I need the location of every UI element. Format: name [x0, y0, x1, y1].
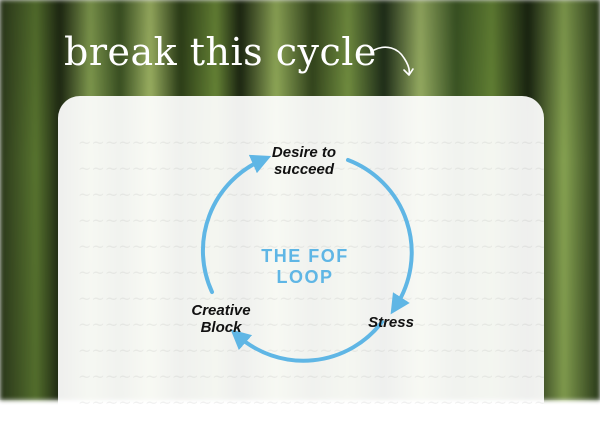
headline: break this cycle — [64, 30, 377, 74]
node-creative-block: Creative Block — [191, 302, 251, 336]
content-card: ~~~~~~~~~~~~~~~~~~~~~~~~~~~~~~~~~~~~~~~~… — [58, 96, 544, 426]
curved-arrow-icon — [373, 46, 414, 76]
faded-background-text: ~~~~~~~~~~~~~~~~~~~~~~~~~~~~~~~~~~~~~~~~… — [78, 133, 544, 426]
loop-title: THE FOF LOOP — [261, 246, 349, 287]
cycle-diagram — [200, 154, 414, 363]
node-desire-to-succeed: Desire to succeed — [271, 144, 337, 178]
arrow-block-to-desire — [200, 154, 272, 294]
arrow-stress-to-block — [230, 320, 384, 363]
arrow-desire-to-stress — [346, 158, 414, 315]
node-stress: Stress — [368, 314, 414, 331]
